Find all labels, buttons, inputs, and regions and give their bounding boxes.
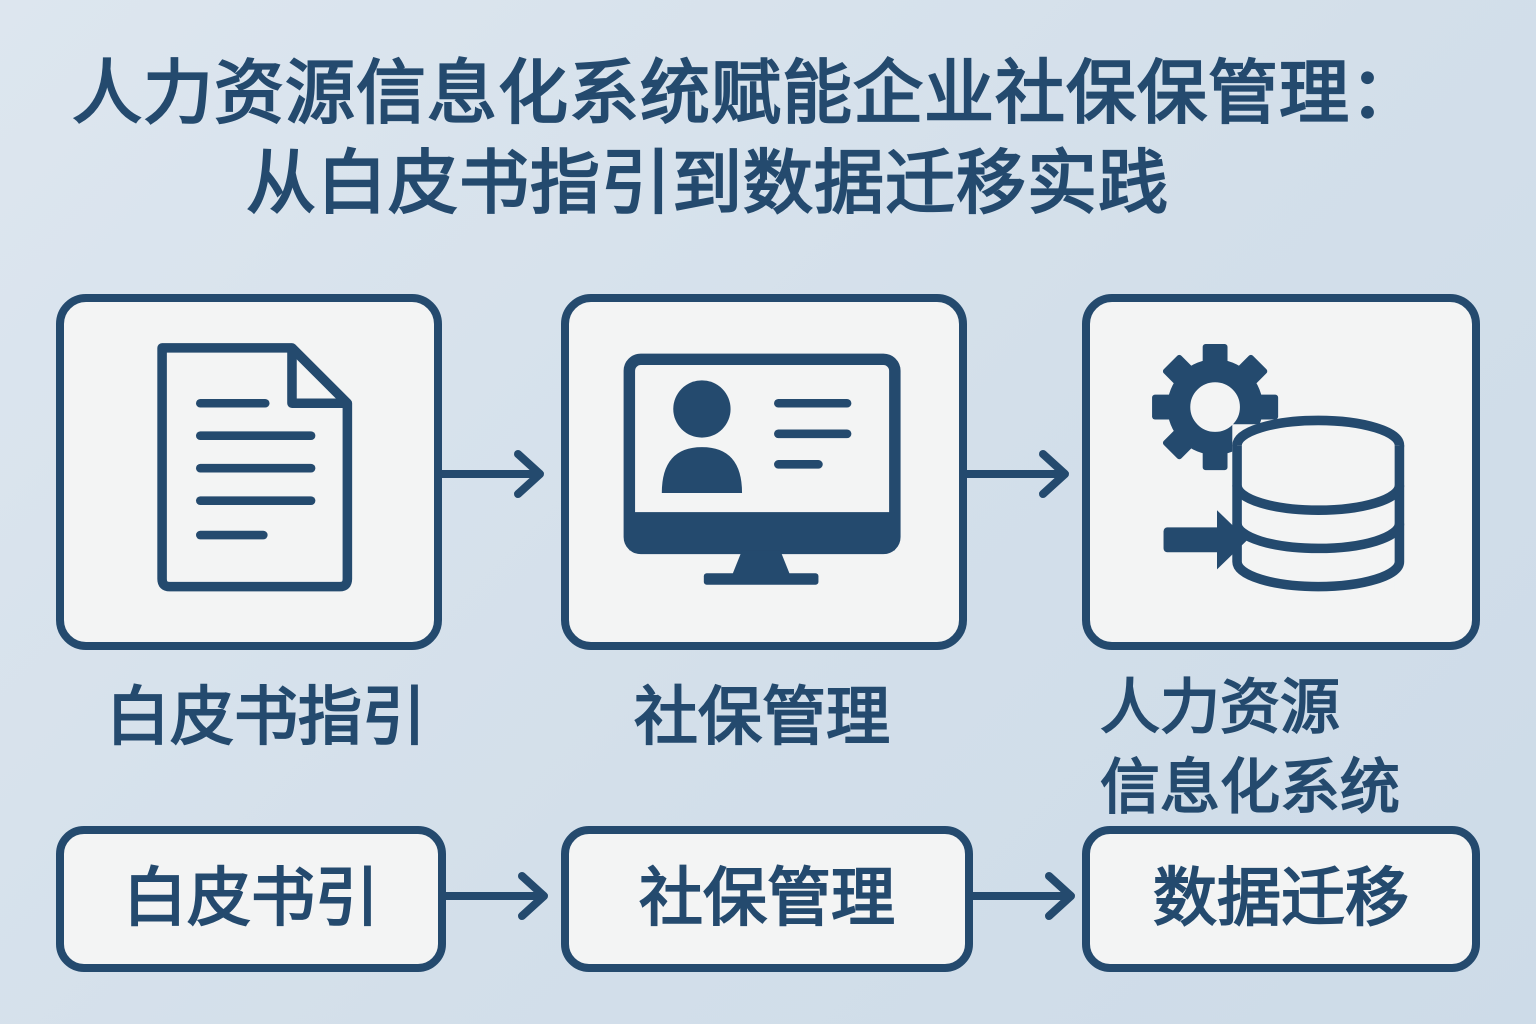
arrow-right-icon bbox=[967, 450, 1069, 498]
gear-database-icon bbox=[1152, 344, 1405, 593]
data-migration-box-label: 数据迁移 bbox=[1153, 862, 1409, 936]
whitepaper-box: 白皮书引 bbox=[56, 826, 446, 972]
monitor-profile-icon bbox=[623, 353, 901, 585]
data-migration-box: 数据迁移 bbox=[1082, 826, 1480, 972]
arrow-right-icon bbox=[442, 450, 544, 498]
whitepaper-card bbox=[56, 294, 442, 650]
arrow-right-icon bbox=[973, 872, 1075, 920]
social-security-box-label: 社保管理 bbox=[639, 862, 895, 936]
social-security-box: 社保管理 bbox=[561, 826, 973, 972]
arrow-right-icon bbox=[446, 872, 548, 920]
hr-system-label-line-1: 人力资源 bbox=[1100, 673, 1340, 743]
hr-system-card bbox=[1082, 294, 1480, 650]
document-icon bbox=[157, 343, 353, 592]
whitepaper-label: 白皮书指引 bbox=[106, 681, 426, 755]
whitepaper-box-label: 白皮书引 bbox=[123, 862, 379, 936]
hr-system-label-line-2: 信息化系统 bbox=[1100, 753, 1400, 823]
social-security-card bbox=[561, 294, 967, 650]
title-line-1: 人力资源信息化系统赋能企业社保保管理： bbox=[72, 52, 1421, 134]
title-line-2: 从白皮书指引到数据迁移实践 bbox=[246, 142, 1169, 224]
social-security-label: 社保管理 bbox=[634, 681, 890, 755]
